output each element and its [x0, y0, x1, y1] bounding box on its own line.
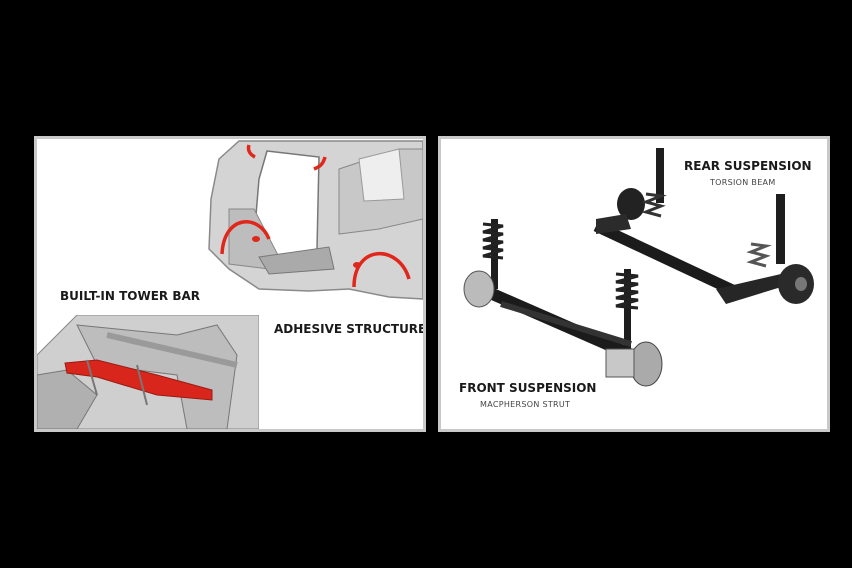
rear-suspension-title: REAR SUSPENSION: [684, 159, 812, 173]
front-suspension-subtitle: MACPHERSON STRUT: [480, 400, 571, 409]
body-structure-panel: BUILT-IN TOWER BAR ADHESIVE STRUCTURE: [34, 136, 426, 432]
rear-suspension-subtitle: TORSION BEAM: [710, 178, 776, 187]
front-suspension-title: FRONT SUSPENSION: [459, 381, 597, 395]
tower-bar-label: BUILT-IN TOWER BAR: [60, 289, 201, 303]
suspension-panel: REAR SUSPENSION TORSION BEAM FRONT SUSPE…: [438, 136, 830, 432]
adhesive-structure-label: ADHESIVE STRUCTURE: [274, 322, 426, 336]
rear-suspension-image: [593, 148, 814, 304]
rear-body-structure-image: [208, 140, 423, 300]
front-suspension-image: [463, 219, 663, 387]
tower-bar-image: [37, 315, 259, 429]
